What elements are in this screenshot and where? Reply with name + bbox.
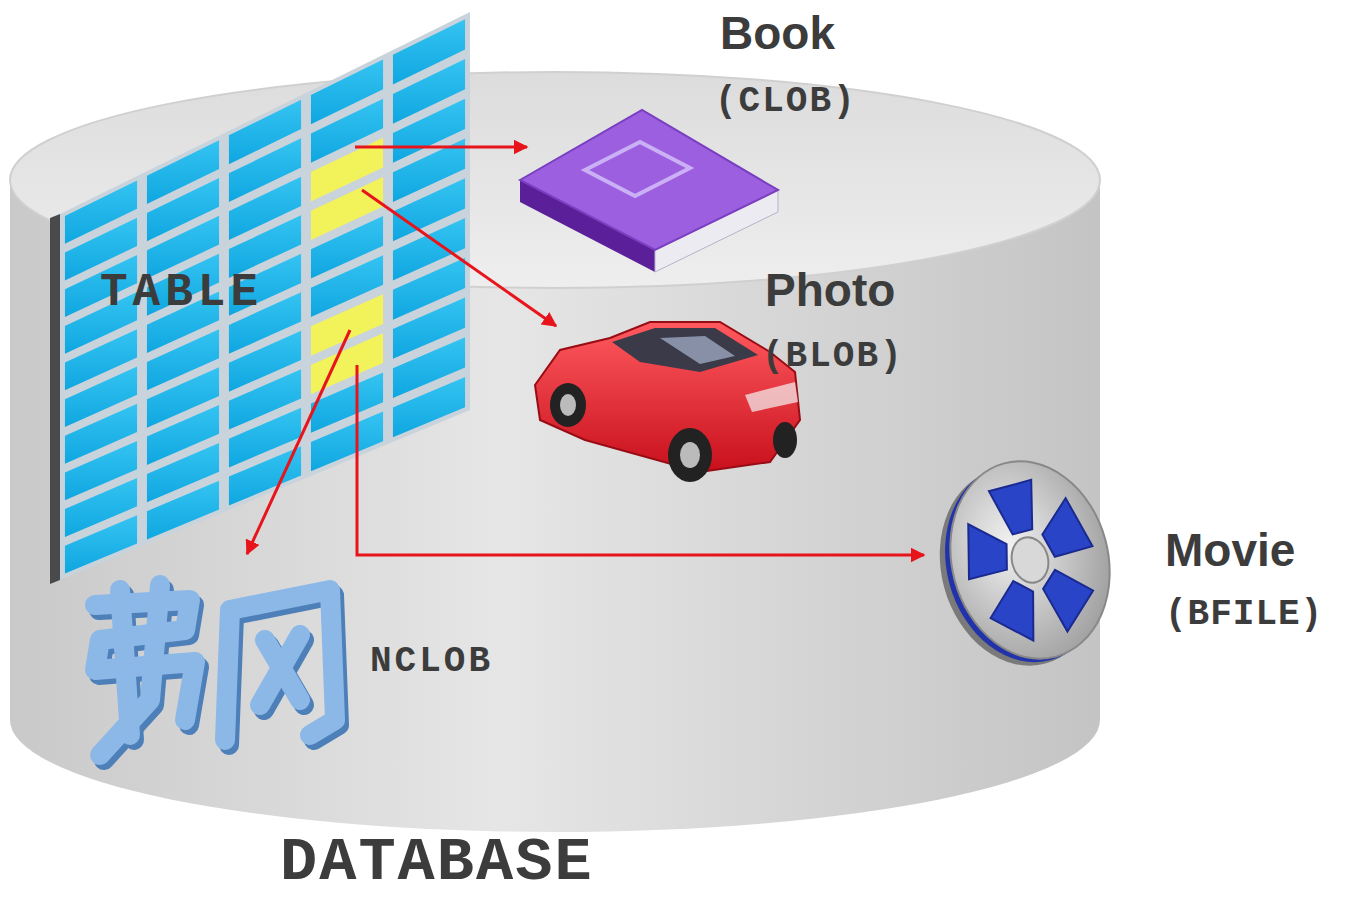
node-label: DATABASE (280, 832, 594, 894)
reel-window (1039, 562, 1101, 635)
node-label: NCLOB (370, 644, 493, 680)
reference-arrow (362, 190, 556, 326)
node-label: Photo (765, 267, 895, 313)
reference-arrow (357, 365, 924, 555)
table-cell (147, 481, 219, 540)
lob-type-label: (BFILE) (1165, 597, 1323, 633)
table-cell (65, 515, 137, 573)
book-icon (520, 110, 778, 272)
node-label: Movie (1165, 527, 1295, 573)
car-icon (535, 322, 800, 482)
grid-frame (60, 12, 470, 580)
table-cell (311, 412, 383, 472)
node-label: Book (720, 10, 835, 56)
reel-window (955, 516, 1013, 580)
reel-window (989, 480, 1044, 538)
bfile-node: Movie (BFILE) (920, 455, 1356, 670)
node-label: TABLE (100, 270, 263, 316)
table-cell (393, 377, 465, 437)
blob-node: Photo (BLOB) (530, 265, 930, 490)
reference-arrow (247, 330, 350, 554)
table-cell (229, 446, 301, 505)
lob-type-label: (BLOB) (762, 339, 904, 375)
reference-arrow (355, 146, 527, 149)
clob-node: Book (CLOB) (515, 10, 885, 265)
database-node: DATABASE TABLE Book (CLOB) Photo (BLOB) NCLOB (0, 0, 1110, 901)
table-grid (50, 12, 470, 584)
film-reel (917, 443, 1132, 684)
reel-window (983, 577, 1045, 650)
database-cylinder (10, 72, 1100, 832)
table-node: TABLE (55, 10, 475, 580)
lob-type-label: (CLOB) (715, 84, 857, 120)
multibyte-glyphs (95, 585, 339, 760)
nclob-node: NCLOB (65, 550, 545, 765)
